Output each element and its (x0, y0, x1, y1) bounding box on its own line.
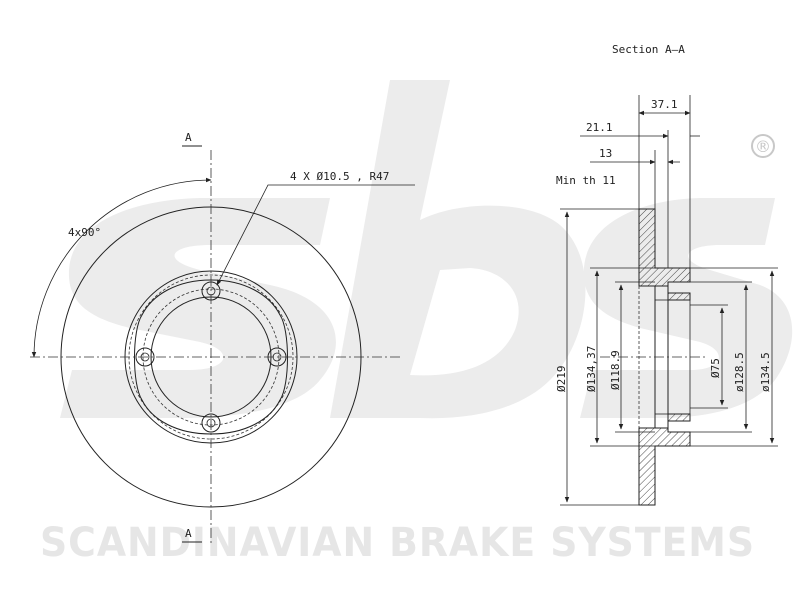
dim-13: 13 (599, 147, 612, 160)
registered-mark: ® (755, 137, 771, 156)
section-profile-lower (638, 413, 691, 506)
dia-75: Ø75 (709, 358, 722, 378)
brand-watermark-text: SCANDINAVIAN BRAKE SYSTEMS (40, 520, 755, 566)
angle-label: 4x90° (68, 226, 101, 239)
dia-134-37: Ø134,37 (585, 346, 598, 392)
section-view: Section A–A 37.1 21.1 13 Min th 11 Ø219 (555, 43, 778, 506)
dia-118-9: Ø118.9 (609, 350, 622, 390)
dia-134-5: ø134.5 (759, 352, 772, 392)
holes-leader (216, 184, 415, 286)
bolt-hole-bottom (201, 413, 221, 433)
section-title: Section A–A (612, 43, 685, 56)
section-mark-bottom: A (185, 527, 192, 540)
section-mark-top: A (185, 131, 192, 144)
holes-label: 4 X Ø10.5 , R47 (290, 170, 389, 183)
dim-21-1: 21.1 (586, 121, 613, 134)
sbs-logo-watermark (60, 80, 793, 419)
section-profile-upper (638, 208, 691, 301)
dia-219: Ø219 (555, 366, 568, 393)
front-view: A A 4x90° 4 X Ø10.5 , R47 (30, 131, 415, 545)
registered-circle (751, 134, 775, 158)
dim-37-1: 37.1 (651, 98, 678, 111)
angle-arc (31, 177, 212, 358)
dia-128-5: ø128.5 (733, 352, 746, 392)
min-thickness: Min th 11 (556, 174, 616, 187)
